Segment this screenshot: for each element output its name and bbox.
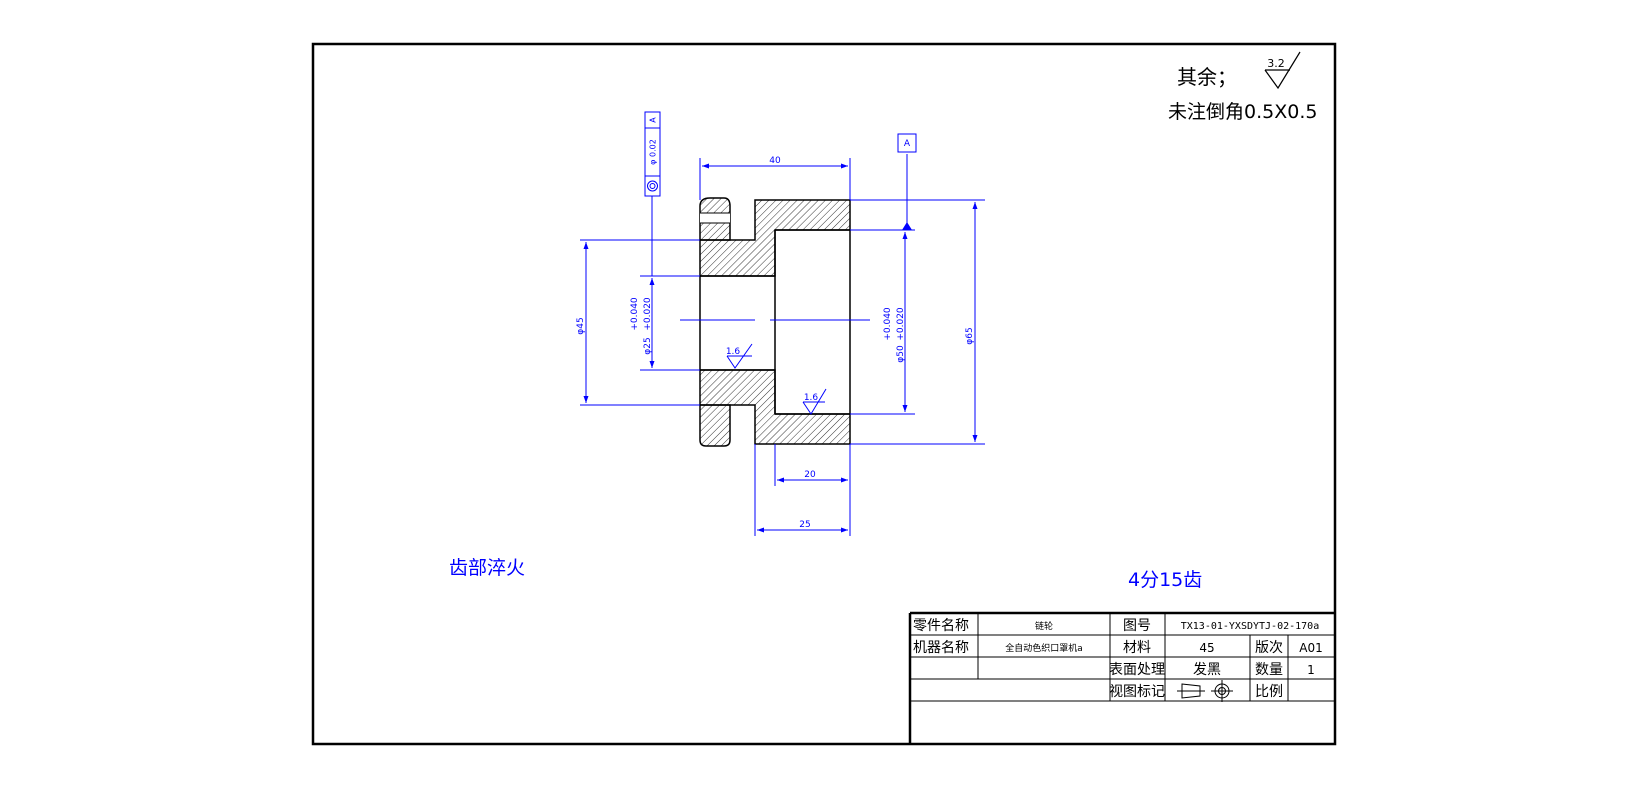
tb-drawing-no-label: 图号 [1123, 618, 1151, 634]
pitch-teeth-note: 4分15齿 [1128, 569, 1202, 591]
tooth-bottom [699, 404, 731, 447]
tolerance-value: φ 0.02 [649, 139, 658, 165]
tolerance-frame: φ 0.02 A [644, 111, 661, 197]
projection-symbol-icon [1177, 680, 1233, 702]
tb-view-label: 视图标记 [1109, 684, 1165, 700]
dim-phi45: φ45 [576, 317, 586, 334]
finish-label: 其余； [1177, 65, 1237, 89]
dim-25: 25 [799, 520, 810, 530]
dim-20: 20 [804, 470, 816, 480]
title-block [908, 611, 1335, 744]
tb-machine-name-label: 机器名称 [913, 640, 969, 656]
tolerance-datum: A [649, 117, 658, 123]
tooth-treatment-note: 齿部淬火 [449, 557, 525, 579]
tb-part-name-label: 零件名称 [913, 618, 969, 634]
roughness-value-1: 1.6 [726, 347, 741, 357]
dim-phi50-nominal: φ50 [896, 345, 906, 363]
tb-surface-label: 表面处理 [1109, 662, 1165, 678]
dim-phi25-nominal: φ25 [643, 337, 653, 354]
dimension-lines [580, 154, 985, 536]
dim-phi25-upper: +0.040 [630, 297, 640, 331]
finish-value: 3.2 [1267, 57, 1285, 70]
chamfer-note: 未注倒角0.5X0.5 [1168, 101, 1317, 123]
datum-triangle [902, 222, 912, 230]
concentricity-icon [647, 180, 658, 192]
tb-quantity-label: 数量 [1255, 662, 1283, 678]
tb-surface-value: 发黑 [1193, 662, 1221, 678]
general-roughness-symbol [1264, 51, 1301, 90]
tb-drawing-no-value: TX13-01-YXSDYTJ-02-170a [1181, 621, 1319, 632]
tb-scale-label: 比例 [1255, 684, 1283, 700]
roughness-symbol-inner [802, 388, 827, 415]
tb-quantity-value: 1 [1307, 663, 1315, 677]
tb-material-value: 45 [1199, 641, 1214, 655]
datum-label: A [904, 139, 911, 149]
dim-phi65: φ65 [965, 327, 975, 344]
roughness-symbol-bore [726, 343, 753, 369]
tb-machine-name-value: 全自动色织口罩机a [1005, 642, 1083, 654]
dim-phi50-upper: +0.040 [883, 307, 893, 341]
tb-material-label: 材料 [1123, 640, 1151, 656]
tb-revision-label: 版次 [1255, 640, 1283, 656]
dim-phi25-lower: +0.020 [643, 297, 653, 331]
dim-40: 40 [769, 156, 781, 166]
tb-revision-value: A01 [1299, 641, 1322, 655]
roughness-value-2: 1.6 [804, 393, 819, 403]
tb-part-name-value: 链轮 [1035, 620, 1053, 632]
dim-phi50-lower: +0.020 [896, 307, 906, 341]
part-section [699, 197, 851, 447]
sheet-border [311, 42, 1337, 746]
datum-box: A [897, 133, 917, 153]
